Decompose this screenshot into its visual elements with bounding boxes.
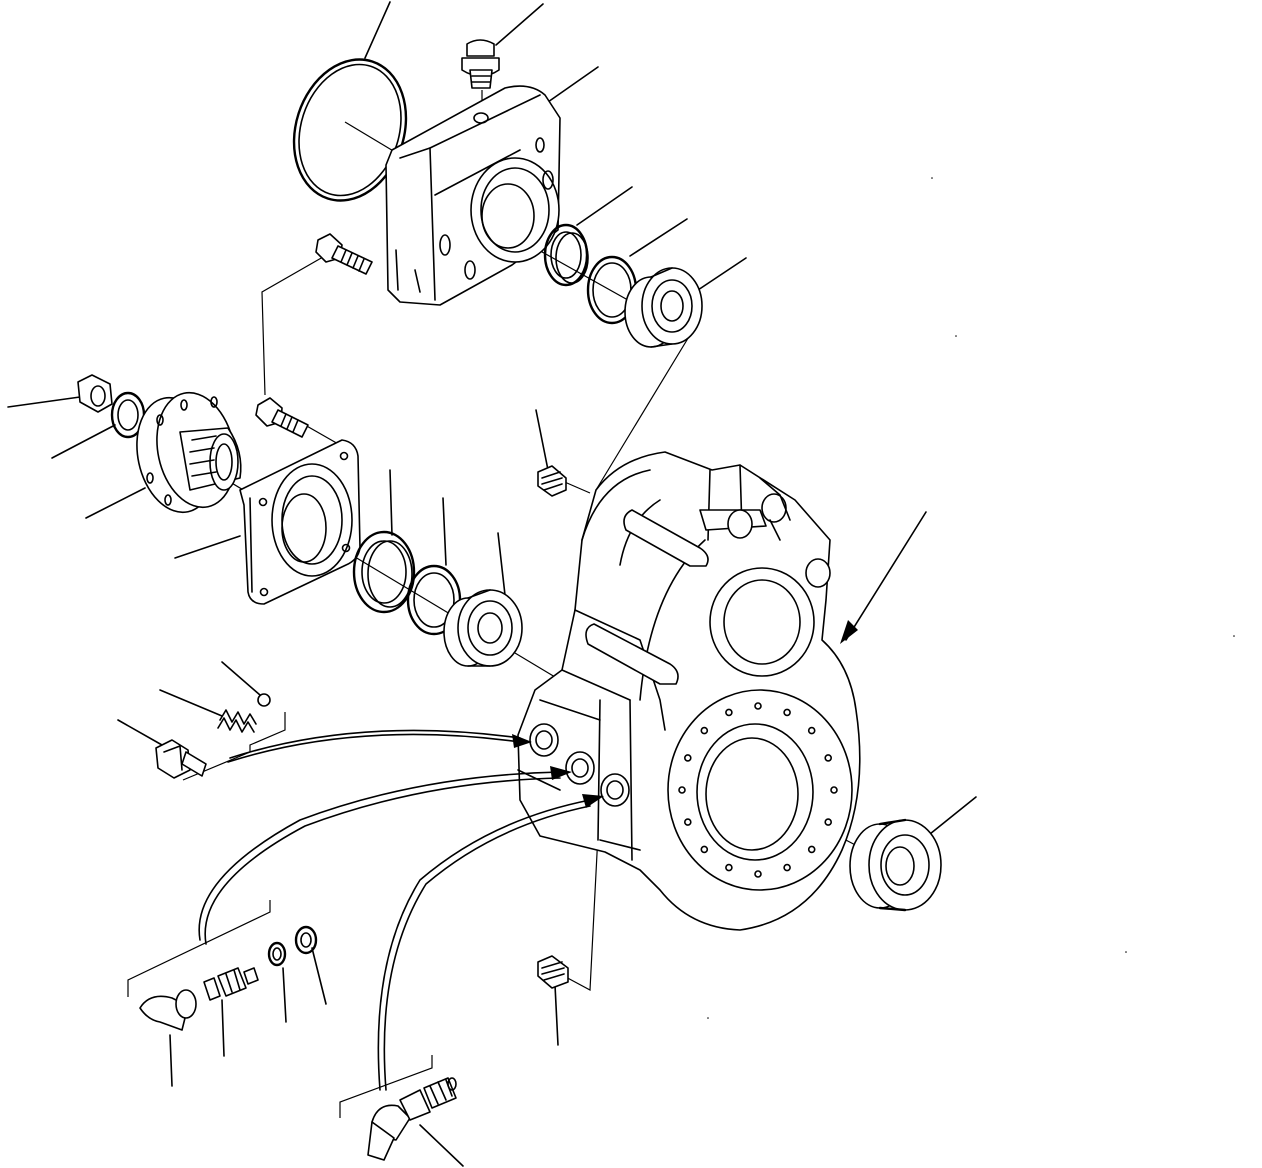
retainer-plate xyxy=(239,439,361,605)
leader-switch-bottom xyxy=(419,1124,464,1167)
leader-bearing-right xyxy=(924,796,977,839)
leader-seal-small xyxy=(311,947,327,1005)
leader-nut xyxy=(7,396,81,408)
leader-switch xyxy=(221,999,225,1057)
line-switch-bottom-b xyxy=(383,805,591,1091)
flange-nut xyxy=(77,374,113,413)
right-bearing xyxy=(849,818,942,912)
leader-elbow-left xyxy=(169,1034,173,1087)
leader-seal-upper xyxy=(576,186,633,226)
line-switch-left-b xyxy=(204,777,561,945)
line-switch-left-a xyxy=(198,771,561,941)
small-seal xyxy=(294,925,318,955)
coupling-flange xyxy=(136,391,242,514)
leader-bearing-lower xyxy=(497,532,506,596)
leader-bolt xyxy=(117,719,163,746)
bottom-switch xyxy=(367,1077,457,1161)
lower-seal xyxy=(352,530,416,614)
bolt-hole xyxy=(824,818,833,826)
breather-plug xyxy=(461,39,500,89)
leader-retainer xyxy=(174,535,241,559)
leader-flange xyxy=(85,487,146,519)
small-washer xyxy=(267,941,287,967)
bolt-hole xyxy=(824,754,833,762)
plug-top xyxy=(537,465,567,497)
axis-oring xyxy=(344,121,396,153)
bolt-hole xyxy=(830,786,838,794)
bolt-guide-upper xyxy=(261,256,324,396)
leader-ring-lower xyxy=(442,497,447,566)
bolt-hole xyxy=(700,726,709,735)
bolt-hole xyxy=(783,708,791,717)
bolt-hole xyxy=(754,702,762,710)
lower-bearing xyxy=(443,589,523,667)
bolt-hole xyxy=(700,845,709,854)
upper-cover xyxy=(385,85,561,306)
leader-plug-bottom xyxy=(554,984,559,1046)
housing-arrowhead xyxy=(840,620,858,644)
line-relief-b xyxy=(229,729,521,759)
relief-valve-ball xyxy=(257,693,271,707)
leader-seal-lower xyxy=(389,469,393,536)
bolt-hole xyxy=(807,726,816,735)
left-elbow xyxy=(139,989,197,1031)
bolt-upper xyxy=(315,233,373,275)
line-switch-bottom-a xyxy=(377,799,591,1091)
transmission-housing xyxy=(517,451,861,931)
leader-housing xyxy=(845,511,927,641)
arrow-relief xyxy=(512,734,532,748)
bolt-guide-lower xyxy=(304,424,341,446)
leader-bearing-upper xyxy=(694,257,747,293)
bolt-lower xyxy=(255,397,309,438)
relief-valve-bolt xyxy=(155,739,207,779)
plug-bottom-axis xyxy=(561,794,601,991)
leader-ball xyxy=(221,661,261,696)
leader-breather xyxy=(495,3,544,46)
bolt-hole xyxy=(783,863,791,872)
leader-plug-top xyxy=(535,409,549,471)
housing-bolt-circle xyxy=(678,702,838,878)
upper-bearing xyxy=(624,267,703,348)
switch-bracket-left xyxy=(127,900,271,997)
plug-bottom xyxy=(537,955,569,989)
upper-seal xyxy=(543,223,589,287)
bolt-hole xyxy=(678,786,686,794)
bearing-to-housing xyxy=(595,329,694,491)
relief-valve-spring xyxy=(217,709,257,733)
bolt-hole xyxy=(754,870,762,878)
arrow-switch-bottom xyxy=(582,794,604,808)
leader-washer xyxy=(51,424,116,459)
arrow-switch-left xyxy=(550,766,572,780)
leader-ring-upper xyxy=(629,218,688,257)
left-switch xyxy=(203,967,259,1001)
bolt-hole xyxy=(807,845,816,854)
leader-spring xyxy=(159,689,223,717)
pressure-lines xyxy=(198,729,604,1091)
speck-dots xyxy=(707,177,1235,1019)
bolt-hole xyxy=(725,708,733,717)
leader-oring xyxy=(364,1,391,59)
leader-cover xyxy=(547,66,599,103)
bolt-hole xyxy=(725,863,733,872)
bolt-hole xyxy=(683,818,692,826)
leader-lines xyxy=(7,1,977,1167)
bolt-hole xyxy=(683,754,692,762)
leader-washer-small xyxy=(282,967,287,1023)
line-relief-a xyxy=(227,733,521,763)
